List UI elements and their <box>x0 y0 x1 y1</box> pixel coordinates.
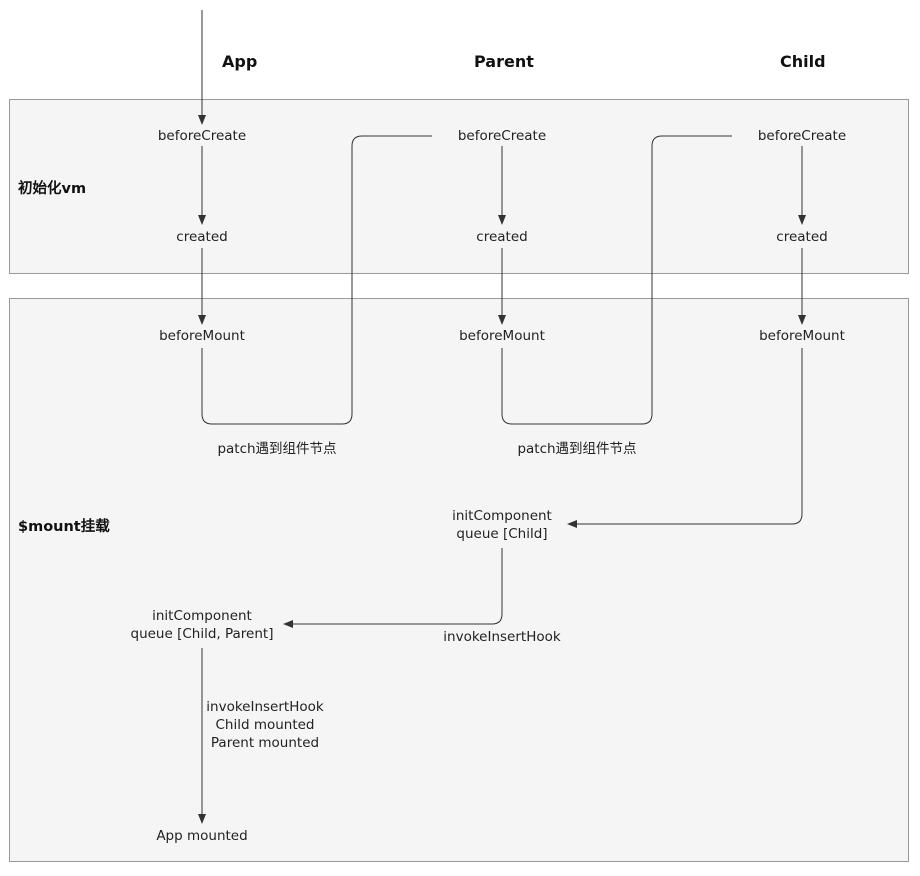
app-patch-arrow <box>201 132 453 425</box>
app-invoke-hook-label: invokeInsertHook <box>206 699 324 715</box>
column-header-parent: Parent <box>474 52 534 71</box>
parent-patch-label: patch遇到组件节点 <box>517 441 637 457</box>
parent-before-create-node: beforeCreate <box>432 127 572 145</box>
parent-before-mount-node: beforeMount <box>437 327 567 345</box>
app-init-component-node: initComponent queue [Child, Parent] <box>122 607 282 643</box>
app-init-component-label: initComponent <box>152 608 252 624</box>
app-mounted-node: App mounted <box>156 828 248 844</box>
child-before-mount-node: beforeMount <box>737 327 867 345</box>
app-before-create-node: beforeCreate <box>132 127 272 145</box>
parent-invoke-hook-label: invokeInsertHook <box>443 629 561 645</box>
app-patch-label: patch遇到组件节点 <box>217 441 337 457</box>
mount-section <box>9 298 909 862</box>
parent-init-component-node: initComponent queue [Child] <box>432 507 572 543</box>
child-insert-arrow <box>567 348 803 528</box>
app-invoke-hook-labels: invokeInsertHook Child mounted Parent mo… <box>195 698 335 752</box>
parent-mounted-label: Parent mounted <box>210 735 320 751</box>
parent-invoke-arrow <box>283 548 503 628</box>
child-created-node: created <box>742 228 862 246</box>
app-queue-label: queue [Child, Parent] <box>130 626 274 642</box>
section-title-init-vm: 初始化vm <box>18 181 87 197</box>
child-before-create-node: beforeCreate <box>732 127 872 145</box>
parent-patch-arrow <box>501 132 753 425</box>
parent-created-node: created <box>442 228 562 246</box>
column-header-app: App <box>222 52 258 71</box>
parent-queue-label: queue [Child] <box>456 526 548 542</box>
child-mounted-label: Child mounted <box>215 717 315 733</box>
column-header-child: Child <box>780 52 826 71</box>
app-before-mount-node: beforeMount <box>137 327 267 345</box>
parent-init-component-label: initComponent <box>452 508 552 524</box>
app-created-node: created <box>142 228 262 246</box>
section-title-mount: $mount挂载 <box>18 519 110 535</box>
